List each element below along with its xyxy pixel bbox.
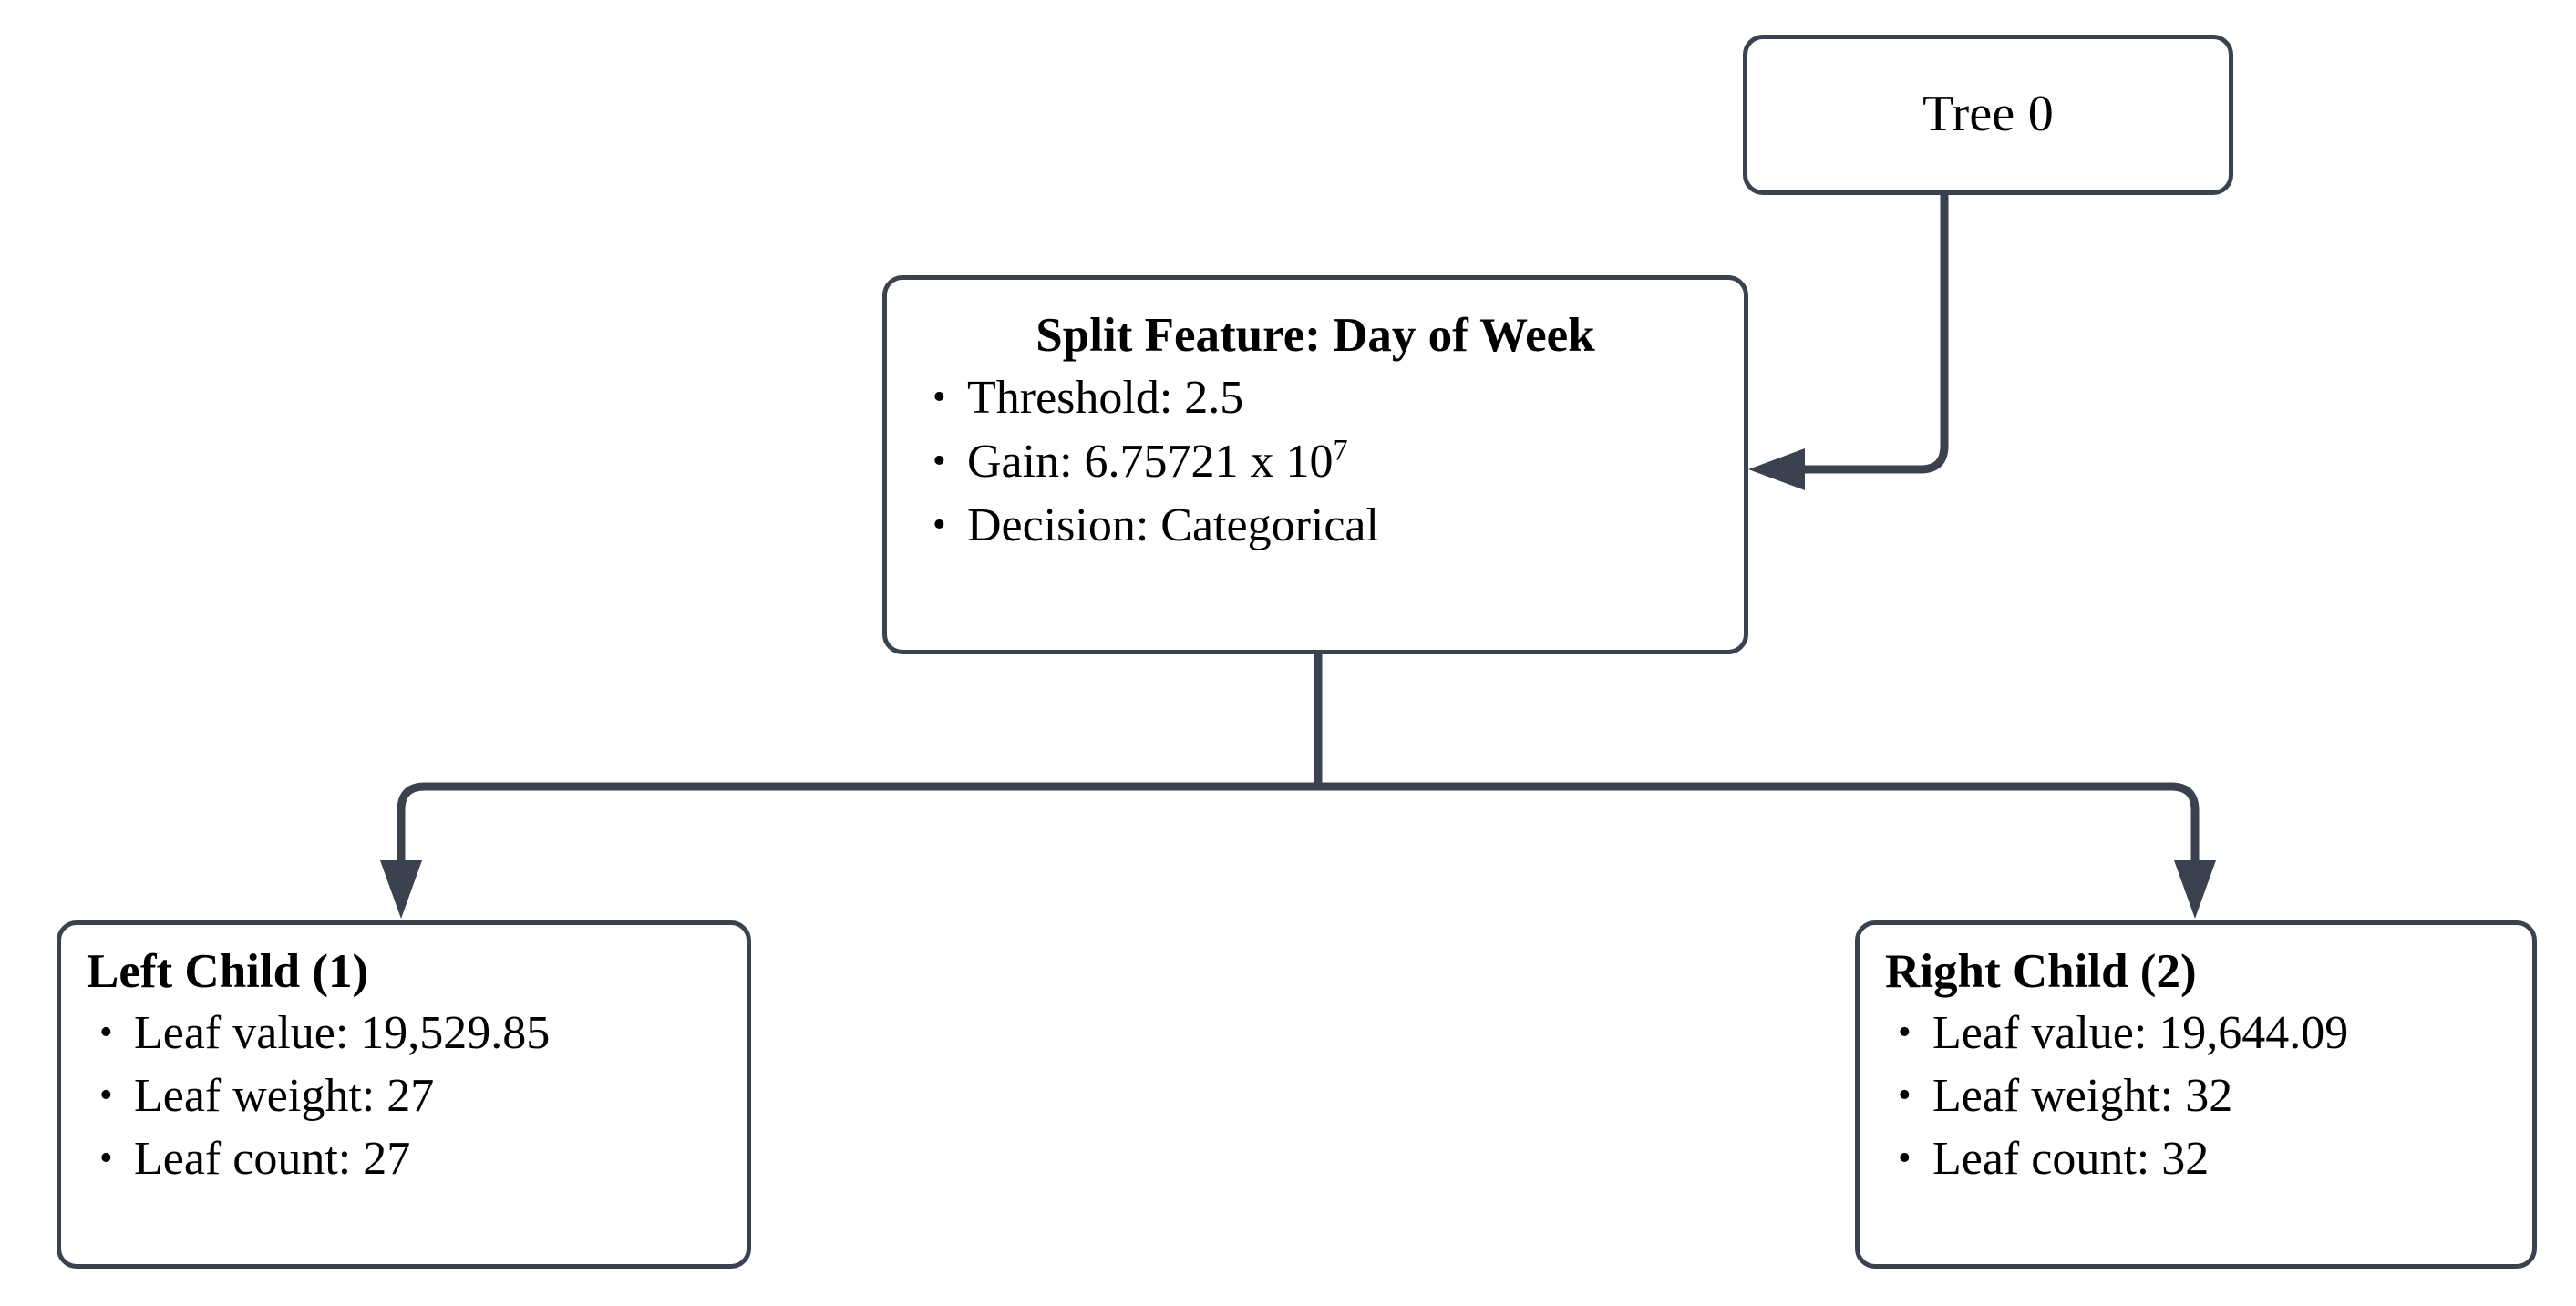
right-child-title: Right Child (2) (1885, 945, 2197, 998)
right-leaf-count-item: Leaf count: 32 (1883, 1132, 2509, 1188)
left-child-details: Leaf value: 19,529.85 Leaf weight: 27 Le… (85, 1006, 723, 1187)
split-node-details: Threshold: 2.5 Gain: 6.75721 x 107 Decis… (918, 371, 1713, 553)
edge-root-to-split (1803, 195, 1949, 474)
left-leaf-count-item: Leaf count: 27 (85, 1132, 723, 1188)
edge-split-to-right (1318, 782, 2200, 862)
arrowhead-split-to-left (380, 860, 422, 919)
tree-root-node[interactable]: Tree 0 (1743, 35, 2233, 195)
split-node-title: Split Feature: Day of Week (1036, 309, 1595, 362)
right-leaf-value-item: Leaf value: 19,644.09 (1883, 1006, 2509, 1062)
arrowhead-split-to-right (2174, 860, 2216, 919)
split-node[interactable]: Split Feature: Day of Week Threshold: 2.… (882, 275, 1748, 654)
split-decision-item: Decision: Categorical (918, 499, 1713, 554)
edge-split-to-left (397, 782, 1318, 862)
arrowhead-root-to-split (1748, 448, 1805, 490)
left-child-node[interactable]: Left Child (1) Leaf value: 19,529.85 Lea… (57, 920, 751, 1269)
right-child-details: Leaf value: 19,644.09 Leaf weight: 32 Le… (1883, 1006, 2509, 1187)
split-gain-exponent: 7 (1333, 433, 1348, 467)
split-threshold-item: Threshold: 2.5 (918, 371, 1713, 427)
left-leaf-weight-item: Leaf weight: 27 (85, 1069, 723, 1125)
split-gain-item: Gain: 6.75721 x 107 (918, 435, 1713, 490)
left-leaf-value-item: Leaf value: 19,529.85 (85, 1006, 723, 1062)
split-gain-text: Gain: 6.75721 x 10 (967, 436, 1334, 488)
tree-root-label: Tree 0 (1922, 86, 2054, 143)
left-child-title: Left Child (1) (87, 945, 369, 998)
right-child-node[interactable]: Right Child (2) Leaf value: 19,644.09 Le… (1855, 920, 2537, 1269)
right-leaf-weight-item: Leaf weight: 32 (1883, 1069, 2509, 1125)
